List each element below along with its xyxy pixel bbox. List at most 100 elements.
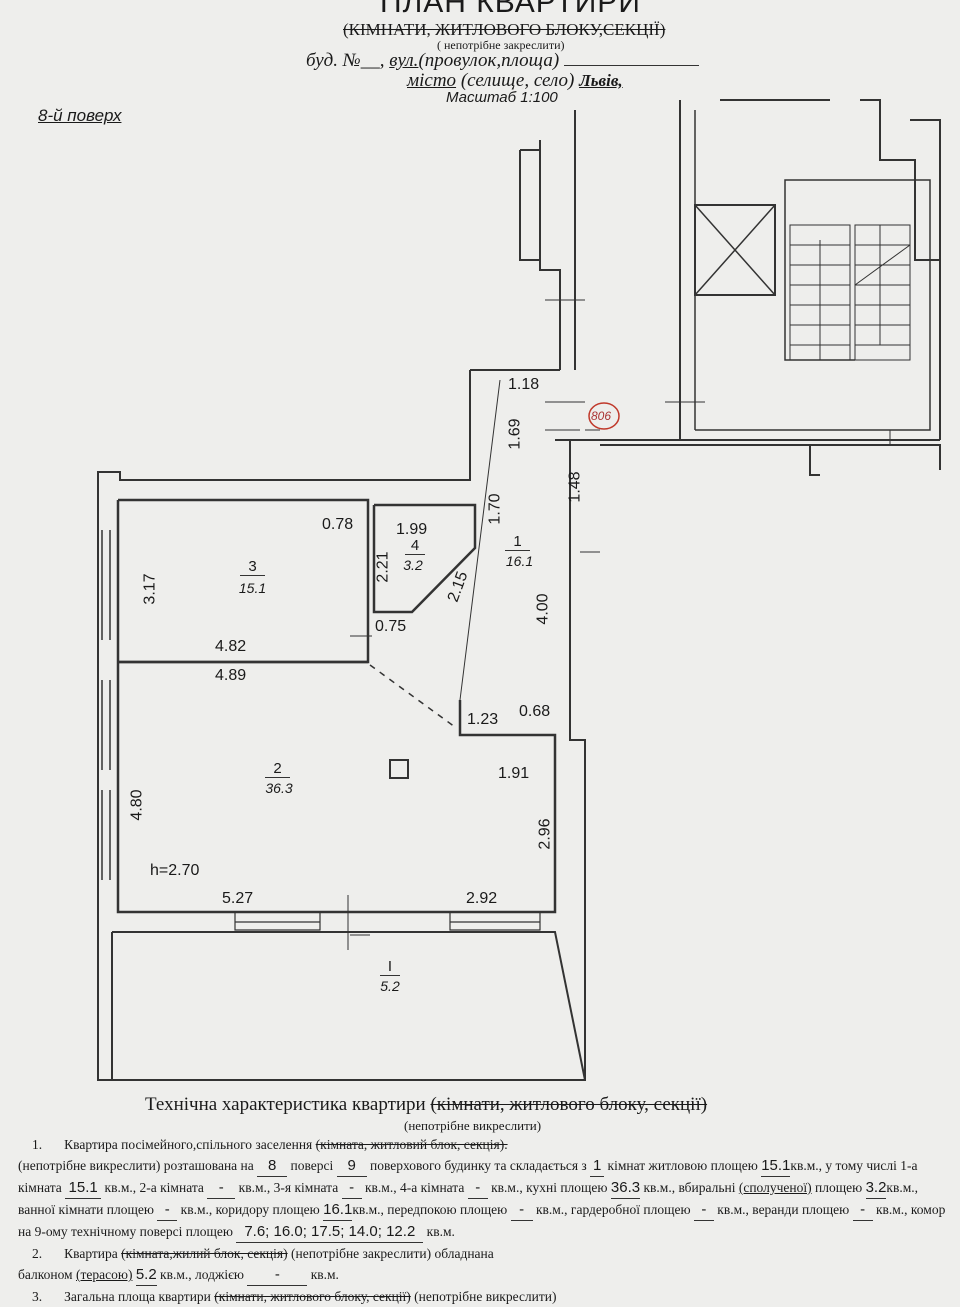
balcony-number: I bbox=[380, 958, 400, 976]
p2-text: (терасою) bbox=[75, 1267, 133, 1282]
p1-text: Квартира посімейного,спільного заселення bbox=[64, 1137, 313, 1152]
dim-0-75: 0.75 bbox=[375, 618, 407, 635]
dim-2-92: 2.92 bbox=[466, 890, 498, 907]
hall-value: - bbox=[510, 1199, 533, 1221]
p3-text: Загальна площа квартири bbox=[64, 1289, 211, 1304]
p1-text: кв.м. bbox=[426, 1224, 455, 1239]
plan-note: ( непотрібне закреслити) bbox=[437, 38, 565, 52]
apartment-number-circle bbox=[588, 402, 620, 430]
city-line: місто (селище, село) Львів, bbox=[407, 70, 623, 92]
room-4-number: 4 bbox=[405, 537, 425, 555]
street-rest: (провулок,площа) bbox=[418, 50, 560, 71]
tech-title-struck: (кімнати, житлового блоку, секції) bbox=[430, 1094, 708, 1115]
street-blank bbox=[564, 51, 699, 66]
p2-text: Квартира bbox=[64, 1246, 118, 1261]
p1-number: 1. bbox=[32, 1137, 43, 1152]
storage-value: 7.6; 16.0; 17.5; 14.0; 12.2 bbox=[236, 1221, 424, 1243]
p1-text: кв.м., у тому числі 1-а кімната bbox=[18, 1158, 918, 1195]
p1-text: поверхового будинку та складається з bbox=[370, 1158, 587, 1173]
elevator-shaft bbox=[694, 204, 776, 296]
p2-text: кв.м., лоджією bbox=[160, 1267, 244, 1282]
dim-2-96: 2.96 bbox=[536, 818, 554, 850]
wardrobe-value: - bbox=[693, 1199, 714, 1221]
city-rest: (селище, село) bbox=[460, 70, 575, 91]
stairs bbox=[789, 224, 911, 361]
floors-total-value: 9 bbox=[336, 1155, 367, 1177]
p1-text: поверсі bbox=[290, 1158, 334, 1173]
loggia-value: - bbox=[247, 1264, 308, 1286]
p1-text: кв.м., кухні площею bbox=[491, 1180, 608, 1195]
floor-label: 8-й поверх bbox=[38, 106, 122, 125]
apartment-number: 806 bbox=[591, 409, 612, 423]
room3-value: - bbox=[341, 1177, 362, 1199]
p1-text: (непотрібне викреслити) розташована на bbox=[18, 1158, 254, 1173]
dim-2-21: 2.21 bbox=[374, 551, 392, 583]
tech-title: Технічна характеристика квартири (кімнат… bbox=[145, 1094, 707, 1116]
tech-title-text: Технічна характеристика квартири bbox=[145, 1094, 426, 1115]
p2-text: балконом bbox=[18, 1267, 73, 1282]
p3-struck: (кімнати, житлового блоку, секції) bbox=[214, 1289, 411, 1304]
p2-text: (непотрібне закреслити) обладнана bbox=[291, 1246, 494, 1261]
plan-subtitle-struck: (КІМНАТИ, ЖИТЛОВОГО БЛОКУ,СЕКЦІЇ) bbox=[343, 20, 666, 39]
balcony-value: 5.2 bbox=[135, 1264, 157, 1286]
room1-value: 15.1 bbox=[65, 1177, 102, 1199]
dim-1-91: 1.91 bbox=[498, 765, 530, 782]
column bbox=[389, 759, 409, 779]
p1-text: кв.м., передпокою площею bbox=[352, 1202, 508, 1217]
dim-4-89: 4.89 bbox=[215, 667, 247, 684]
bath-value: - bbox=[157, 1199, 178, 1221]
living-area-value: 15.1 bbox=[761, 1155, 791, 1177]
city-value: Львів, bbox=[579, 71, 623, 90]
floor-value: 8 bbox=[257, 1155, 288, 1177]
rooms-count-value: 1 bbox=[590, 1155, 605, 1177]
p2-struck: (кімната,жилий блок, секція) bbox=[121, 1246, 288, 1261]
dim-4-82: 4.82 bbox=[215, 638, 247, 655]
p1-text: площею bbox=[815, 1180, 863, 1195]
dim-1-23: 1.23 bbox=[467, 711, 499, 728]
dim-4-00: 4.00 bbox=[534, 593, 552, 625]
room-1-number: 1 bbox=[505, 533, 530, 551]
room-4-area: 3.2 bbox=[403, 557, 423, 573]
p1-text: кв.м., веранди площею bbox=[717, 1202, 850, 1217]
dim-1-99: 1.99 bbox=[396, 521, 428, 538]
room-3-area: 15.1 bbox=[238, 580, 267, 596]
dim-4-80: 4.80 bbox=[128, 789, 146, 821]
floor-plan-drawing bbox=[97, 99, 941, 1081]
dim-1-70: 1.70 bbox=[486, 493, 504, 525]
room4-value: - bbox=[467, 1177, 488, 1199]
dim-1-18: 1.18 bbox=[508, 376, 540, 393]
p1-struck: (кімната, житловий блок, секція). bbox=[315, 1137, 508, 1152]
p3-text: (непотрібне викреслити) bbox=[414, 1289, 557, 1304]
kitchen-value: 36.3 bbox=[610, 1177, 641, 1199]
tech-note: (непотрібне викреслити) bbox=[404, 1118, 542, 1133]
scale-label: Масштаб 1:100 bbox=[446, 89, 558, 106]
p1-text: кв.м., 3-я кімната bbox=[238, 1180, 339, 1195]
address-line: буд. №__, вул.(провулок,площа) bbox=[306, 50, 699, 72]
building-number: буд. №__, bbox=[306, 50, 385, 71]
veranda-value: - bbox=[852, 1199, 873, 1221]
dim-0-78: 0.78 bbox=[322, 516, 354, 533]
p1-text: кв.м., вбиральні bbox=[643, 1180, 736, 1195]
wc-value: 3.2 bbox=[865, 1177, 887, 1199]
dim-0-68: 0.68 bbox=[519, 703, 551, 720]
street-label: вул. bbox=[389, 50, 419, 71]
dim-1-69: 1.69 bbox=[506, 418, 524, 450]
p1-text: кв.м., комор на 9-ому технічному поверсі… bbox=[18, 1202, 946, 1239]
room-2-number: 2 bbox=[265, 760, 290, 778]
tech-paragraph-1: 1. Квартира посімейного,спільного заселен… bbox=[18, 1134, 953, 1307]
p1-text: кв.м., 4-а кімната bbox=[365, 1180, 465, 1195]
p2-text: кв.м. bbox=[310, 1267, 339, 1282]
plan-title: ПЛАН КВАРТИРИ bbox=[380, 0, 641, 19]
dim-1-48: 1.48 bbox=[566, 471, 584, 503]
p1-text: кв.м., коридору площею bbox=[180, 1202, 320, 1217]
p1-text: кв.м., ванної кімнати площею bbox=[18, 1180, 919, 1217]
city-label: місто bbox=[407, 70, 457, 91]
p2-number: 2. bbox=[32, 1246, 43, 1261]
corridor-value: 16.1 bbox=[323, 1199, 353, 1221]
p1-text: кв.м., 2-а кімната bbox=[104, 1180, 204, 1195]
room-1-area: 16.1 bbox=[505, 553, 534, 569]
p1-text: (сполученої) bbox=[738, 1180, 812, 1195]
p3-number: 3. bbox=[32, 1289, 43, 1304]
ceiling-height: h=2.70 bbox=[150, 862, 200, 879]
p1-text: кімнат житловою площею bbox=[607, 1158, 758, 1173]
